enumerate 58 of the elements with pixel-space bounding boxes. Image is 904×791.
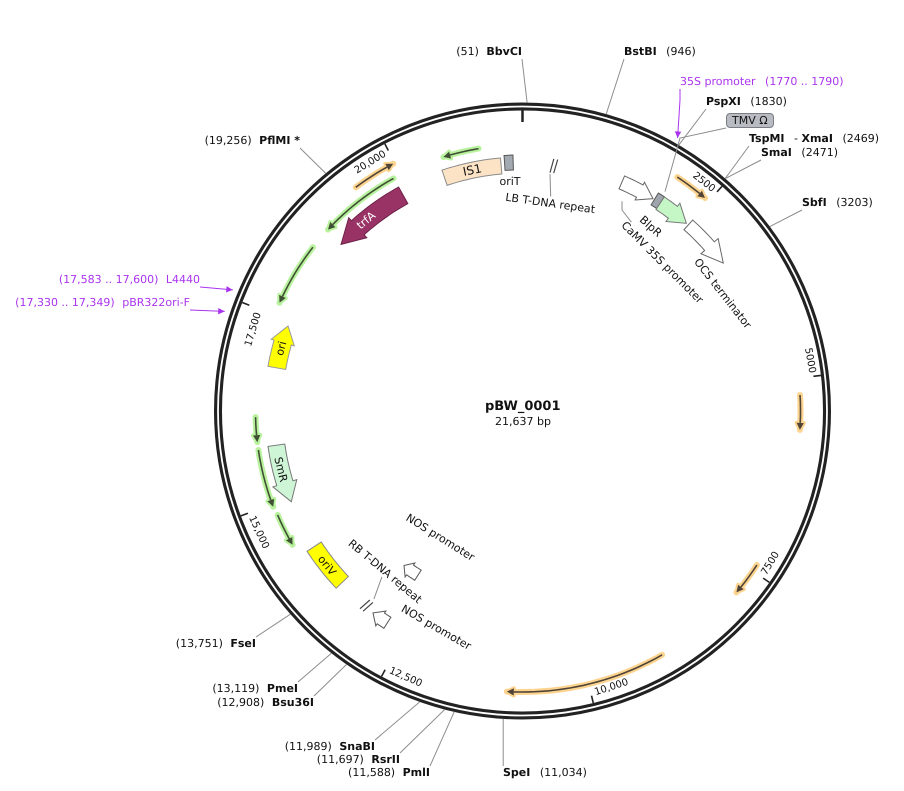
leader-arrow [674,88,682,138]
restriction-site-label: (11,989) SnaBI [284,740,375,754]
plasmid-size: 21,637 bp [495,414,551,428]
feature-label: oriT [500,175,521,188]
leader-line [550,174,552,197]
restriction-site-label: SbfI (3203) [802,196,873,210]
origin-feature [267,324,296,370]
restriction-site-label: (12,908) Bsu36I [217,696,314,710]
primer-site-label: (17,330 .. 17,349) pBR322ori-F [15,296,190,310]
feature-label: trfA [354,209,378,232]
restriction-site-label: TspMI - XmaI (2469) [749,132,880,146]
leader-line [502,718,504,766]
leader-line [724,160,762,180]
leader-line [724,146,750,179]
leader-line [314,664,348,696]
restriction-site-label: (13,751) FseI [176,637,256,651]
leader-line [606,58,624,115]
leader-line [522,58,528,103]
promoter-feature [618,175,654,202]
restriction-site-label: SpeI (11,034) [503,766,587,780]
leader-line [298,652,332,682]
primer-site-label: 35S promoter (1770 .. 1790) [680,75,844,89]
plasmid-name: pBW_0001 [485,400,561,412]
restriction-site-label: PspXI (1830) [706,95,787,109]
leader-line [256,614,291,638]
tick-label: 10,000 [593,676,630,700]
restriction-site-label: (13,119) PmeI [212,682,298,696]
repeat-mark [359,599,374,612]
feature-label: SmR [272,455,290,483]
leader-line [300,148,326,174]
repeat-mark [549,158,559,174]
origin-feature [306,540,350,589]
leader-arrow [200,286,234,293]
feature-tag: TMV Ω [726,113,774,128]
restriction-site-label: (11,697) RsrII [316,753,400,767]
leader-line [769,210,802,228]
feature-label: LB T-DNA repeat [504,190,596,216]
leader-line [430,711,455,766]
leader-arrow [190,308,226,314]
restriction-site-label: (19,256) PflMI * [204,134,300,148]
gene-feature [267,443,298,504]
restriction-site-label: SmaI (2471) [761,146,838,160]
restriction-site-label: (11,588) PmlI [348,766,430,780]
feature-label: IS1 [462,162,484,178]
leader-line [373,576,382,600]
leader-line [664,128,726,192]
restriction-site-label: BstBI (946) [624,45,696,59]
leader-line [622,200,632,223]
leader-line [678,108,706,146]
tick-label: 5000 [800,346,818,374]
feature-label: oriV [316,552,340,578]
tick-label: 17,500 [242,311,265,349]
restriction-site-label: (51) BbvCI [456,45,522,59]
primer-site-label: (17,583 .. 17,600) L4440 [58,273,200,287]
feature-label: ori [273,340,290,358]
leader-line [374,701,420,740]
gene-feature [340,186,409,246]
leader-line [400,709,446,754]
